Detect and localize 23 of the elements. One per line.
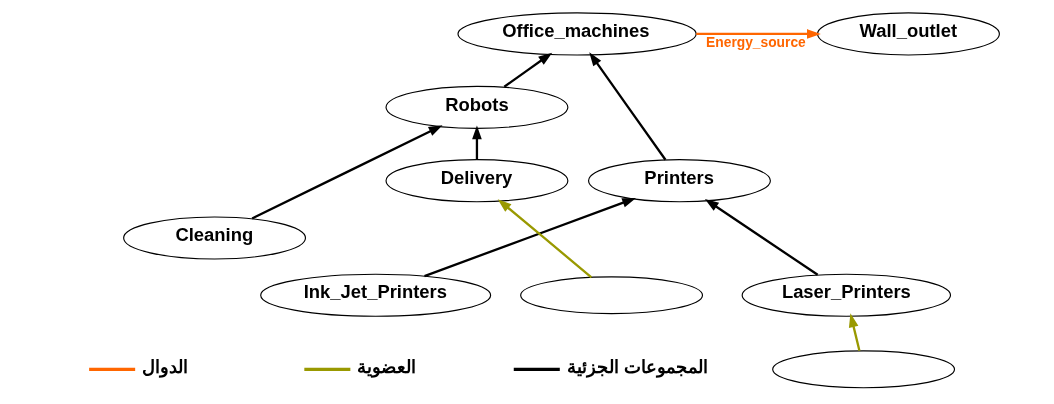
node-ellipse: Robots xyxy=(385,85,569,129)
arrow xyxy=(497,199,593,279)
arrow xyxy=(589,52,667,161)
node-ellipse: Laser_Printers xyxy=(741,273,952,317)
legend-label: المجموعات الجزئية xyxy=(566,355,708,377)
node-ellipse: Wall_outlet xyxy=(817,12,1000,56)
legend-label: الدوال xyxy=(142,355,189,377)
legend-label: العضوية xyxy=(357,355,417,377)
node-ellipse: Cleaning xyxy=(123,216,307,260)
arrow xyxy=(472,125,482,160)
node-ellipse: Ink_Jet_Printers xyxy=(260,273,492,317)
node-ellipse xyxy=(520,276,704,315)
arrow xyxy=(424,197,637,278)
arrow xyxy=(704,198,819,276)
arrow xyxy=(503,52,553,88)
node-ellipse: Printers xyxy=(588,159,771,203)
arrow xyxy=(251,125,443,220)
arrow xyxy=(848,313,861,352)
edge-label: Energy_source xyxy=(706,35,806,51)
arrow xyxy=(696,29,821,39)
node-ellipse: Office_machines xyxy=(457,12,697,56)
node-ellipse: Delivery xyxy=(385,159,569,203)
node-ellipse xyxy=(772,350,956,389)
